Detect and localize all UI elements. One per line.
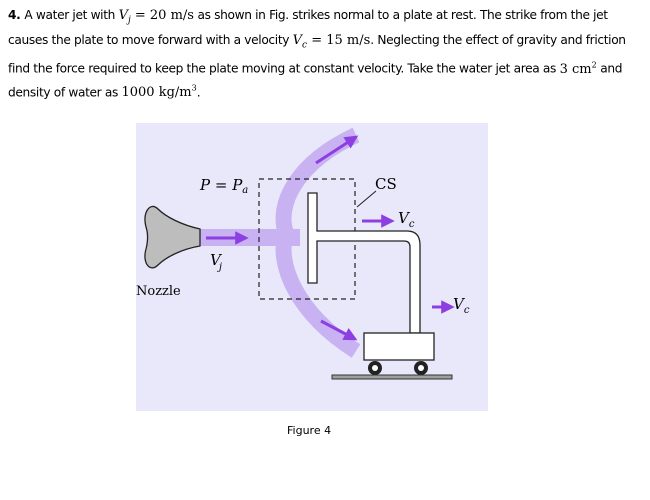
cart-body: [363, 332, 435, 361]
vj-subscript: j: [127, 15, 131, 26]
vc-value: = 15 m/s: [307, 32, 371, 48]
vj-symbol: V: [118, 8, 128, 23]
nozzle-label: Nozzle: [136, 284, 181, 299]
water-jet: [200, 229, 300, 246]
problem-text-4: and density of water as: [8, 61, 623, 99]
problem-text-5: .: [196, 84, 201, 99]
area-value: 3 cm: [559, 61, 592, 77]
problem-text-3: . Neglecting the effect of gravity and f…: [8, 32, 626, 76]
pressure-label: P = Pa: [199, 176, 248, 196]
jet-plate-figure: P = Pa CS Vc Vj Nozzle Vc: [136, 123, 488, 411]
vc-subscript: c: [302, 40, 308, 51]
flow-up-arrow: [315, 135, 359, 165]
cart-wheel-right: [414, 361, 428, 375]
flow-down-arrow: [320, 319, 358, 341]
density-exponent: 3: [191, 83, 197, 93]
vc-label-right: Vc: [453, 295, 470, 316]
cs-label: CS: [375, 175, 397, 193]
nozzle: [144, 205, 201, 269]
vj-value: = 20 m/s: [130, 8, 194, 23]
problem-number: 4.: [8, 8, 21, 22]
vc-symbol: V: [292, 32, 303, 48]
cs-leader-line: [356, 190, 377, 208]
density-expression: 1000 kg/m3: [121, 83, 197, 100]
problem-text-1: A water jet with: [24, 8, 119, 22]
figure-caption: Figure 4: [287, 424, 332, 437]
ground: [331, 374, 453, 380]
area-exponent: 2: [591, 60, 597, 70]
vj-label: Vj: [210, 251, 223, 273]
area-expression: 3 cm2: [559, 60, 597, 77]
vc-label-top: Vc: [398, 209, 415, 230]
density-value: 1000 kg/m: [121, 84, 192, 100]
plate-velocity-expression: Vc = 15 m/s: [292, 32, 371, 51]
cart-wheel-left: [368, 361, 382, 375]
problem-text-2: as shown in Fig. strikes normal to a pla…: [8, 8, 608, 47]
jet-velocity-expression: Vj = 20 m/s: [118, 8, 194, 26]
problem-statement: 4.A water jet with Vj = 20 m/s as shown …: [8, 6, 638, 102]
